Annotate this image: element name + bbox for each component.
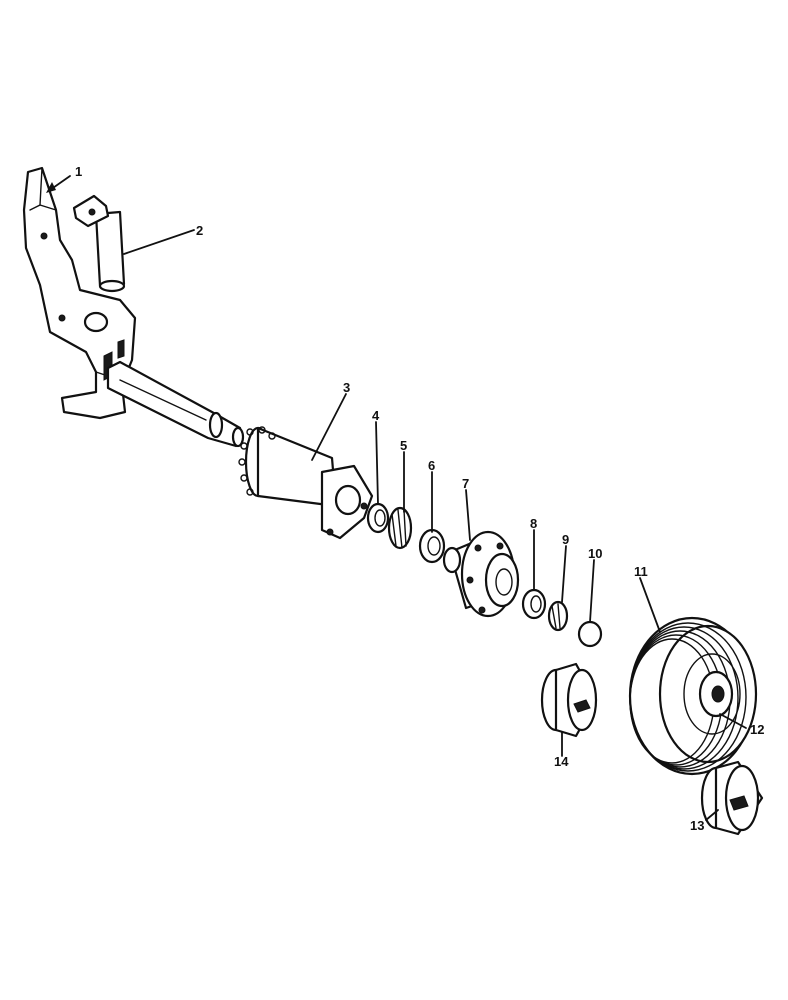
spindle-shaft: [106, 360, 245, 448]
hub: [442, 530, 520, 618]
cone-bearing-inner: [387, 506, 413, 550]
tire-wheel: [628, 616, 758, 776]
cone-housing: [238, 426, 374, 540]
callout-7: 7: [462, 476, 469, 491]
callout-1: 1: [75, 164, 82, 179]
callout-6: 6: [428, 458, 435, 473]
callout-9: 9: [562, 532, 569, 547]
callout-2: 2: [196, 223, 203, 238]
leader-lines: [46, 175, 747, 821]
callout-5: 5: [400, 438, 407, 453]
wheel-half-left: [540, 662, 598, 738]
callout-12: 12: [750, 722, 764, 737]
callout-11: 11: [634, 564, 648, 579]
spindle-bracket: [22, 166, 137, 420]
callout-14: 14: [554, 754, 569, 769]
pin: [72, 194, 126, 293]
dust-cap: [577, 620, 603, 648]
callout-labels: 1 2 3 4 5 6 7 8 9 10 11 12 13 14: [75, 164, 764, 833]
callout-4: 4: [372, 408, 380, 423]
bearing-cup-inner: [366, 502, 390, 534]
callout-10: 10: [588, 546, 602, 561]
callout-3: 3: [343, 380, 350, 395]
bearing-cup-outer: [521, 588, 547, 620]
callout-13: 13: [690, 818, 704, 833]
callout-8: 8: [530, 516, 537, 531]
cone-bearing-outer: [547, 600, 569, 632]
wheel-half-right: [700, 760, 764, 836]
spacer: [418, 528, 446, 564]
